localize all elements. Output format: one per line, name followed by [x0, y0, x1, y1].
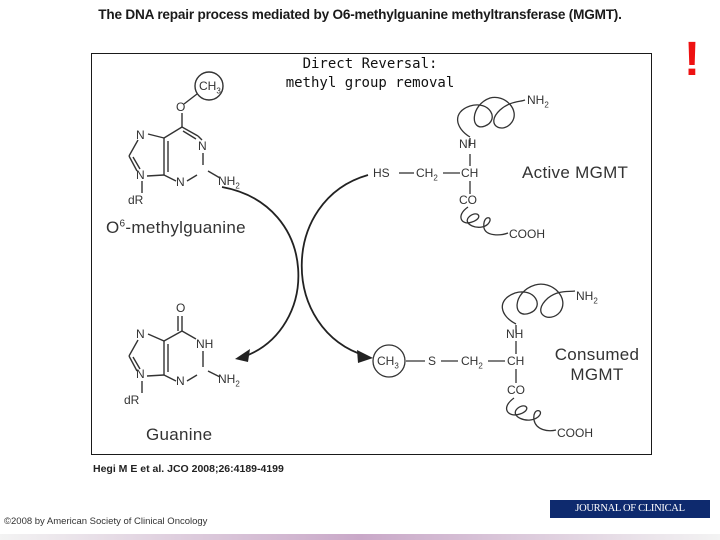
arrowhead-consumed	[357, 350, 373, 363]
consumed-mgmt-chain	[372, 283, 576, 432]
guanine-oxygen: O	[176, 301, 186, 315]
active-cooh: COOH	[509, 227, 545, 241]
guanine-structure	[128, 316, 221, 393]
consumed-s: S	[428, 354, 437, 368]
o6mg-n1: N	[198, 139, 207, 153]
slide-title: The DNA repair process mediated by O6-me…	[98, 7, 622, 22]
demethylation-arrow	[221, 186, 300, 358]
consumed-nh: NH	[506, 327, 524, 341]
exclamation-icon: !	[684, 33, 700, 86]
o6mg-dr: dR	[128, 193, 144, 207]
active-mgmt-chain	[399, 96, 526, 236]
consumed-nh2: NH2	[576, 289, 598, 306]
consumed-co: CO	[507, 383, 525, 397]
reaction-arrows	[221, 174, 369, 358]
active-nh2: NH2	[527, 93, 549, 110]
guanine-n9: N	[136, 367, 145, 381]
consumed-mgmt-line1: Consumed	[554, 345, 640, 364]
direct-reversal-line2: methyl group removal	[285, 75, 455, 91]
consumed-mgmt-name: Consumed MGMT	[552, 345, 642, 385]
figure-frame	[91, 53, 652, 455]
mgmt-consumption-arrow	[300, 174, 369, 357]
guanine-n3: N	[176, 374, 185, 388]
o6-methylguanine-structure	[128, 71, 224, 193]
o6mg-oxygen: O	[176, 100, 186, 114]
o6mg-ch3: CH3	[199, 79, 221, 96]
copyright-notice: ©2008 by American Society of Clinical On…	[4, 516, 208, 527]
journal-logo: JOURNAL OF CLINICAL ONCOLOGY	[550, 500, 710, 532]
citation: Hegi M E et al. JCO 2008;26:4189-4199	[93, 463, 284, 475]
o6mg-n7: N	[136, 128, 145, 142]
arrowhead-guanine	[235, 349, 250, 362]
guanine-name: Guanine	[146, 425, 213, 444]
active-ch: CH	[461, 166, 479, 180]
active-mgmt-name: Active MGMT	[522, 163, 629, 182]
guanine-nh2: NH2	[218, 372, 240, 389]
active-hs: HS	[373, 166, 390, 180]
o6mg-nh2: NH2	[218, 174, 240, 191]
active-ch2: CH2	[416, 166, 438, 183]
bottom-decor-bar	[0, 534, 720, 540]
consumed-mgmt-line2: MGMT	[570, 365, 624, 384]
guanine-dr: dR	[124, 393, 140, 407]
o6mg-n3: N	[176, 175, 185, 189]
active-co: CO	[459, 193, 477, 207]
consumed-ch3: CH3	[377, 354, 399, 371]
o6-methylguanine-name: O6-methylguanine	[106, 218, 246, 237]
consumed-ch: CH	[507, 354, 525, 368]
direct-reversal-line1: Direct Reversal:	[302, 56, 438, 72]
methyl-circle	[194, 71, 224, 101]
direct-reversal-label: Direct Reversal: methyl group removal	[270, 55, 470, 93]
consumed-cooh: COOH	[557, 426, 593, 440]
consumed-ch2: CH2	[461, 354, 483, 371]
active-nh: NH	[459, 137, 477, 151]
guanine-n7: N	[136, 327, 145, 341]
transferred-methyl-circle	[372, 344, 406, 378]
o6mg-n9: N	[136, 168, 145, 182]
guanine-nh: NH	[196, 337, 214, 351]
